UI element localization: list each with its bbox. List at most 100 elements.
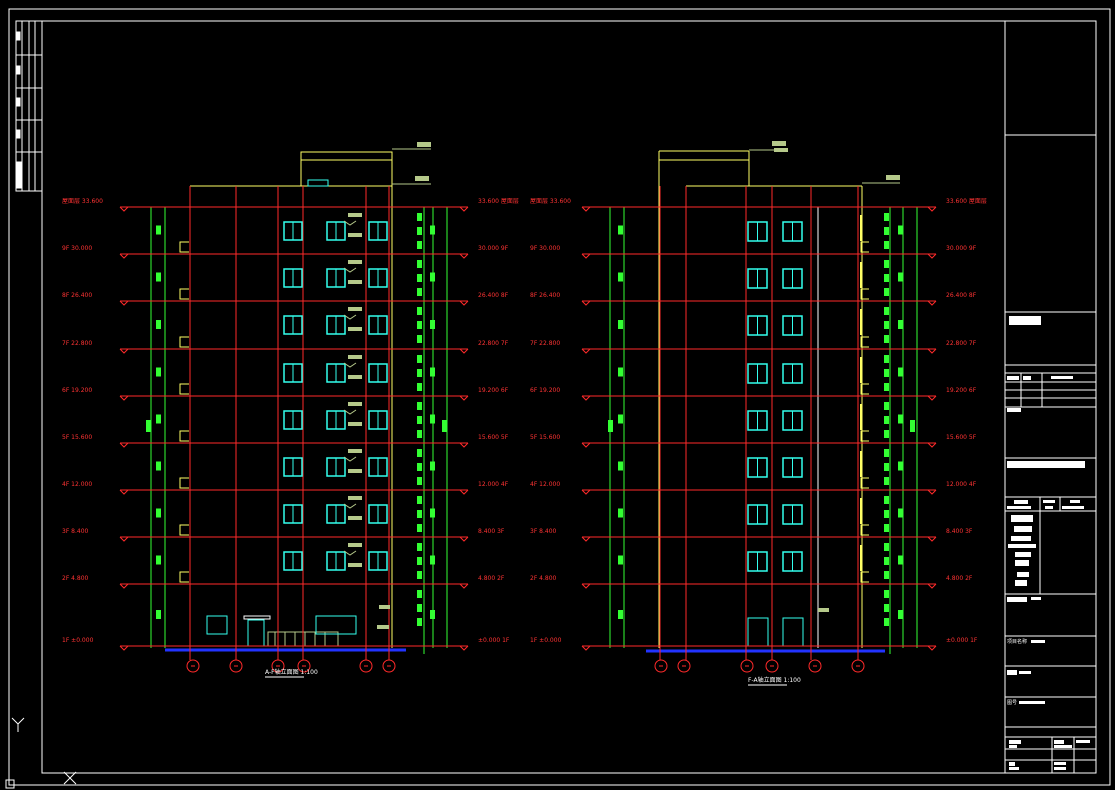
level-label-left: 5F 15.600 bbox=[530, 434, 560, 441]
annotation-tag bbox=[348, 449, 362, 453]
green-marker bbox=[884, 321, 889, 329]
annotation-tag bbox=[348, 422, 362, 426]
balcony-bracket bbox=[179, 288, 189, 300]
annotation-tag bbox=[348, 402, 362, 406]
green-marker bbox=[618, 555, 623, 565]
green-marker bbox=[156, 320, 161, 329]
ucs-icon bbox=[5, 717, 77, 789]
green-marker bbox=[417, 260, 422, 268]
green-marker bbox=[146, 420, 151, 432]
green-marker bbox=[156, 367, 161, 377]
elevation-marker bbox=[581, 300, 591, 306]
axis-bubble bbox=[677, 659, 691, 673]
drawing-caption: A-F轴立面图 1:100 bbox=[265, 668, 318, 678]
green-marker bbox=[417, 227, 422, 235]
level-label-right: 12.000 4F bbox=[946, 481, 977, 488]
elevation-marker bbox=[581, 206, 591, 212]
green-marker bbox=[430, 367, 435, 377]
axis-bubble bbox=[765, 659, 779, 673]
annotation-tag bbox=[348, 563, 362, 567]
elevation-marker bbox=[581, 536, 591, 542]
elevation-marker bbox=[119, 583, 129, 589]
green-marker bbox=[156, 225, 161, 235]
level-label-right: 8.400 3F bbox=[478, 528, 505, 535]
green-marker bbox=[618, 508, 623, 518]
green-marker bbox=[417, 430, 422, 438]
elevation-marker bbox=[119, 645, 129, 651]
axis-bubble bbox=[808, 659, 822, 673]
green-marker bbox=[417, 590, 422, 598]
green-marker bbox=[898, 461, 903, 471]
green-marker bbox=[618, 272, 623, 282]
green-marker bbox=[156, 461, 161, 471]
annotation-tag bbox=[348, 260, 362, 264]
annotation-arrow bbox=[343, 503, 357, 509]
annotation-tag bbox=[348, 280, 362, 284]
annotation-tag bbox=[348, 496, 362, 500]
level-label-left: 3F 8.400 bbox=[62, 528, 89, 535]
elevation-marker bbox=[119, 536, 129, 542]
green-marker bbox=[884, 543, 889, 551]
level-label-right: 4.800 2F bbox=[946, 575, 973, 582]
green-marker bbox=[884, 618, 889, 626]
axis-bubbles bbox=[186, 659, 396, 673]
level-label-right: ±0.000 1F bbox=[478, 637, 510, 644]
elevation-marker bbox=[927, 395, 937, 401]
green-marker bbox=[430, 610, 435, 619]
elevation-marker bbox=[119, 395, 129, 401]
elevation-marker bbox=[927, 206, 937, 212]
elevation-marker bbox=[119, 348, 129, 354]
elevation-marker bbox=[927, 583, 937, 589]
level-label-left: 1F ±0.000 bbox=[62, 637, 94, 644]
balcony-bracket bbox=[179, 383, 189, 395]
level-label-left: 9F 30.000 bbox=[530, 245, 560, 252]
binding-strip bbox=[15, 20, 43, 192]
green-marker bbox=[884, 477, 889, 485]
level-label-left: 8F 26.400 bbox=[530, 292, 560, 299]
level-label-right: 22.800 7F bbox=[478, 340, 509, 347]
elevation-marker bbox=[581, 442, 591, 448]
green-marker bbox=[417, 335, 422, 343]
level-label-right: 33.600 屋面层 bbox=[478, 198, 519, 205]
level-label-right: 30.000 9F bbox=[478, 245, 509, 252]
annotation-arrow bbox=[343, 456, 357, 462]
annotation-tag bbox=[348, 375, 362, 379]
level-label-left: 屋面层 33.600 bbox=[62, 198, 103, 205]
elevation-marker bbox=[459, 300, 469, 306]
level-label-right: 15.600 5F bbox=[478, 434, 509, 441]
green-marker bbox=[884, 274, 889, 282]
annotation-tag bbox=[348, 516, 362, 520]
green-marker bbox=[884, 307, 889, 315]
green-marker bbox=[417, 369, 422, 377]
level-label-left: 7F 22.800 bbox=[530, 340, 560, 347]
level-label-left: 屋面层 33.600 bbox=[530, 198, 571, 205]
caption-text: F-A轴立面图 1:100 bbox=[748, 676, 801, 684]
elevation-marker bbox=[459, 645, 469, 651]
elevation-marker bbox=[459, 395, 469, 401]
elevation-marker bbox=[927, 442, 937, 448]
green-marker bbox=[898, 367, 903, 377]
elevation-marker bbox=[119, 253, 129, 259]
level-label-right: 19.200 6F bbox=[478, 387, 509, 394]
level-label-right: 26.400 8F bbox=[478, 292, 509, 299]
annotation-arrow bbox=[343, 550, 357, 556]
green-marker bbox=[442, 420, 447, 432]
level-label-right: 30.000 9F bbox=[946, 245, 977, 252]
green-marker bbox=[884, 227, 889, 235]
axis-bubble bbox=[271, 659, 285, 673]
annotation-arrow bbox=[343, 314, 357, 320]
elevation-marker bbox=[459, 253, 469, 259]
green-markers bbox=[608, 213, 915, 626]
annotation-tag bbox=[348, 307, 362, 311]
axis-columns bbox=[659, 186, 859, 660]
green-marker bbox=[156, 272, 161, 282]
green-marker bbox=[430, 414, 435, 424]
green-marker bbox=[884, 402, 889, 410]
balcony-bracket bbox=[860, 336, 869, 348]
elevation-marker bbox=[581, 645, 591, 651]
drawing-number-label: 图号 bbox=[1007, 700, 1017, 706]
annotation-tags bbox=[343, 142, 431, 629]
green-marker bbox=[884, 430, 889, 438]
green-marker bbox=[417, 510, 422, 518]
